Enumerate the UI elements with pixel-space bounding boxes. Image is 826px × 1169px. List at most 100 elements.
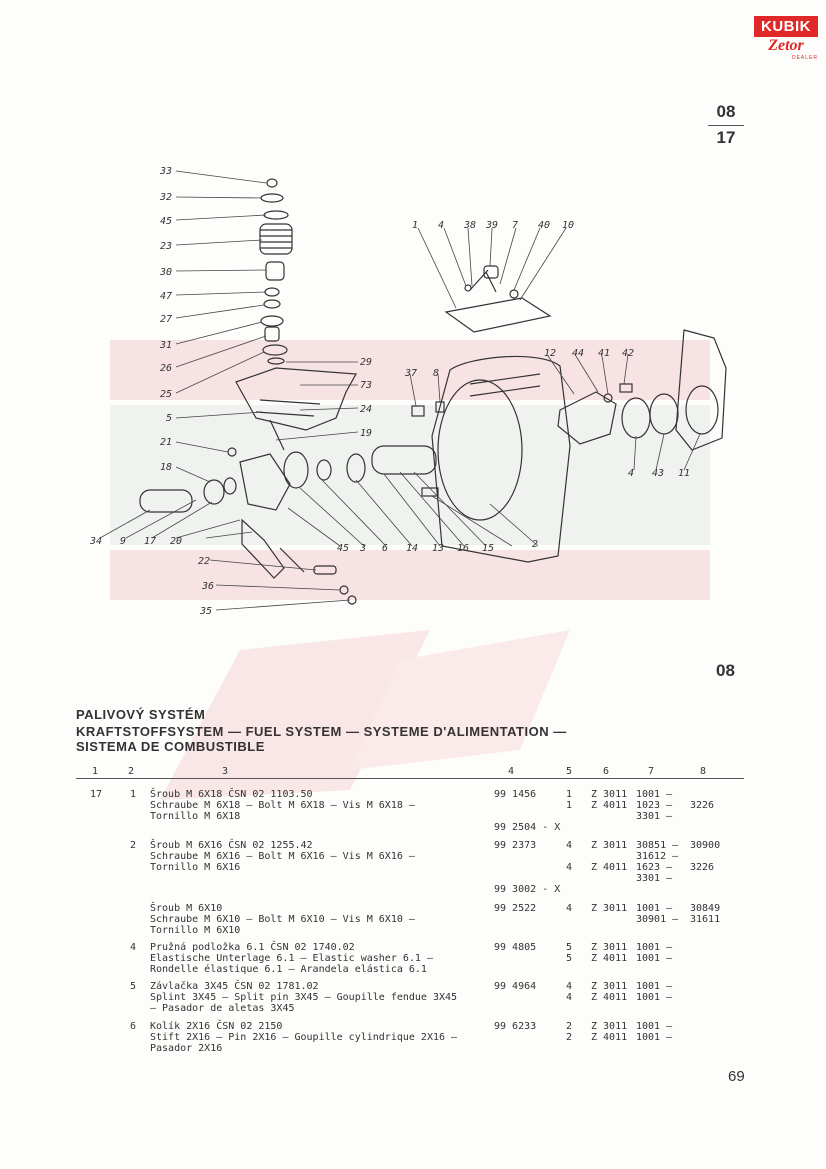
title-czech: PALIVOVÝ SYSTÉM (76, 707, 206, 722)
section-number-top: 08 (716, 102, 736, 121)
table-cell-c6: Z 3011 Z 4011 (591, 981, 628, 1003)
table-cell-c5: 4 (566, 903, 573, 914)
callout-label: 43 (652, 468, 664, 479)
section-number: 08 17 (704, 102, 748, 148)
table-cell-c2: 1 (130, 789, 137, 800)
callout-label: 39 (485, 220, 498, 231)
page-number: 69 (728, 1068, 745, 1085)
callout-label: 33 (159, 166, 172, 177)
section-rule (708, 125, 744, 126)
table-cell-c1: 17 (90, 789, 103, 800)
callout-label: 45 (160, 216, 172, 227)
title-spanish: SISTEMA DE COMBUSTIBLE (76, 739, 265, 754)
callout-label: 26 (160, 363, 172, 374)
callout-label: 29 (360, 357, 372, 368)
section-code: 08 (716, 661, 735, 680)
callout-label: 11 (678, 468, 690, 479)
section-number-bottom: 17 (716, 128, 736, 147)
callout-label: 24 (360, 404, 372, 415)
col-header-7: 7 (648, 766, 655, 777)
table-cell-c7: 1001 — 30901 — (636, 903, 679, 925)
callout-label: 16 (457, 543, 469, 554)
table-cell-c5: 5 5 (566, 942, 573, 964)
table-cell-c8: 3226 (690, 800, 715, 811)
table-cell-c7: 1001 — 1001 — (636, 981, 673, 1003)
table-cell-c2: 5 (130, 981, 137, 992)
callout-label: 5 (166, 413, 172, 424)
table-cell-c4: 99 4805 (494, 942, 537, 953)
table-cell-c4: 99 4964 (494, 981, 537, 992)
table-cell-c2: 2 (130, 840, 137, 851)
callout-label: 6 (382, 543, 388, 554)
table-cell-c4: 99 2373 99 3002 - X (494, 840, 561, 895)
table-cell-c6: Z 3011 Z 4011 (591, 840, 628, 873)
table-cell-c5: 2 2 (566, 1021, 573, 1043)
callout-label: 1 (412, 220, 418, 231)
callout-label: 7 (512, 220, 518, 231)
table-cell-c8: 30849 31611 (690, 903, 721, 925)
table-cell-c8: 30900 3226 (690, 840, 721, 873)
callout-label: 31 (159, 340, 172, 351)
callout-label: 37 (404, 368, 417, 379)
table-cell-c7: 1001 — 1023 — 3301 — (636, 789, 673, 822)
table-cell-c7: 1001 — 1001 — (636, 942, 673, 964)
col-header-5: 5 (566, 766, 573, 777)
callout-label: 9 (120, 536, 126, 547)
callout-label: 44 (572, 348, 584, 359)
callout-label: 34 (89, 536, 102, 547)
col-header-3: 3 (222, 766, 229, 777)
table-cell-c3: Šroub M 6X18 ČSN 02 1103.50 Schraube M 6… (150, 789, 415, 822)
callout-label: 40 (538, 220, 550, 231)
kubik-zetor-logo: KUBIK Zetor DEALER (754, 16, 818, 62)
callout-label: 18 (160, 462, 172, 473)
table-cell-c6: Z 3011 Z 4011 (591, 1021, 628, 1043)
callout-label: 20 (170, 536, 182, 547)
callout-label: 12 (544, 348, 556, 359)
table-cell-c6: Z 3011 Z 4011 (591, 789, 628, 811)
table-cell-c7: 30851 — 31612 — 1623 — 3301 — (636, 840, 679, 884)
callout-label: 36 (201, 581, 214, 592)
callout-label: 3 (359, 543, 366, 554)
callout-label: 27 (160, 314, 172, 325)
table-cell-c6: Z 3011 Z 4011 (591, 942, 628, 964)
callout-label: 4 (628, 468, 634, 479)
callout-label: 35 (199, 606, 212, 617)
callout-label: 25 (160, 389, 172, 400)
callout-label: 14 (406, 543, 418, 554)
table-cell-c2: 4 (130, 942, 137, 953)
callout-label: 8 (433, 368, 439, 379)
callout-label: 38 (463, 220, 476, 231)
callout-label: 42 (622, 348, 634, 359)
table-cell-c5: 4 4 (566, 981, 573, 1003)
callout-label: 45 (337, 543, 349, 554)
header-rule (76, 778, 744, 779)
table-cell-c3: Pružná podložka 6.1 ČSN 02 1740.02 Elast… (150, 942, 433, 975)
col-header-6: 6 (603, 766, 610, 777)
table-cell-c2: 6 (130, 1021, 137, 1032)
callout-label: 10 (562, 220, 574, 231)
table-cell-c3: Závlačka 3X45 ČSN 02 1781.02 Splint 3X45… (150, 981, 458, 1014)
callout-label: 19 (360, 428, 372, 439)
table-cell-c3: Kolík 2X16 ČSN 02 2150 Stift 2X16 — Pin … (150, 1021, 458, 1054)
table-cell-c4: 99 1456 99 2504 - X (494, 789, 561, 833)
table-cell-c3: Šroub M 6X16 ČSN 02 1255.42 Schraube M 6… (150, 840, 415, 873)
callout-label: 73 (360, 380, 372, 391)
table-cell-c7: 1001 — 1001 — (636, 1021, 673, 1043)
table-cell-c5: 1 1 (566, 789, 573, 811)
table-cell-c5: 4 4 (566, 840, 573, 873)
col-header-1: 1 (92, 766, 99, 777)
col-header-4: 4 (508, 766, 515, 777)
callout-label: 32 (159, 192, 172, 203)
callout-label: 21 (160, 437, 172, 448)
callout-label: 30 (159, 267, 172, 278)
table-cell-c4: 99 6233 (494, 1021, 537, 1032)
callout-label: 4 (438, 220, 444, 231)
callout-label: 41 (598, 348, 610, 359)
callout-label: 22 (198, 556, 210, 567)
callout-label: 17 (144, 536, 156, 547)
callout-label: 23 (160, 241, 172, 252)
callout-label: 13 (432, 543, 444, 554)
table-cell-c3: Šroub M 6X10 Schraube M 6X10 — Bolt M 6X… (150, 903, 415, 936)
callout-label: 2 (532, 539, 538, 550)
